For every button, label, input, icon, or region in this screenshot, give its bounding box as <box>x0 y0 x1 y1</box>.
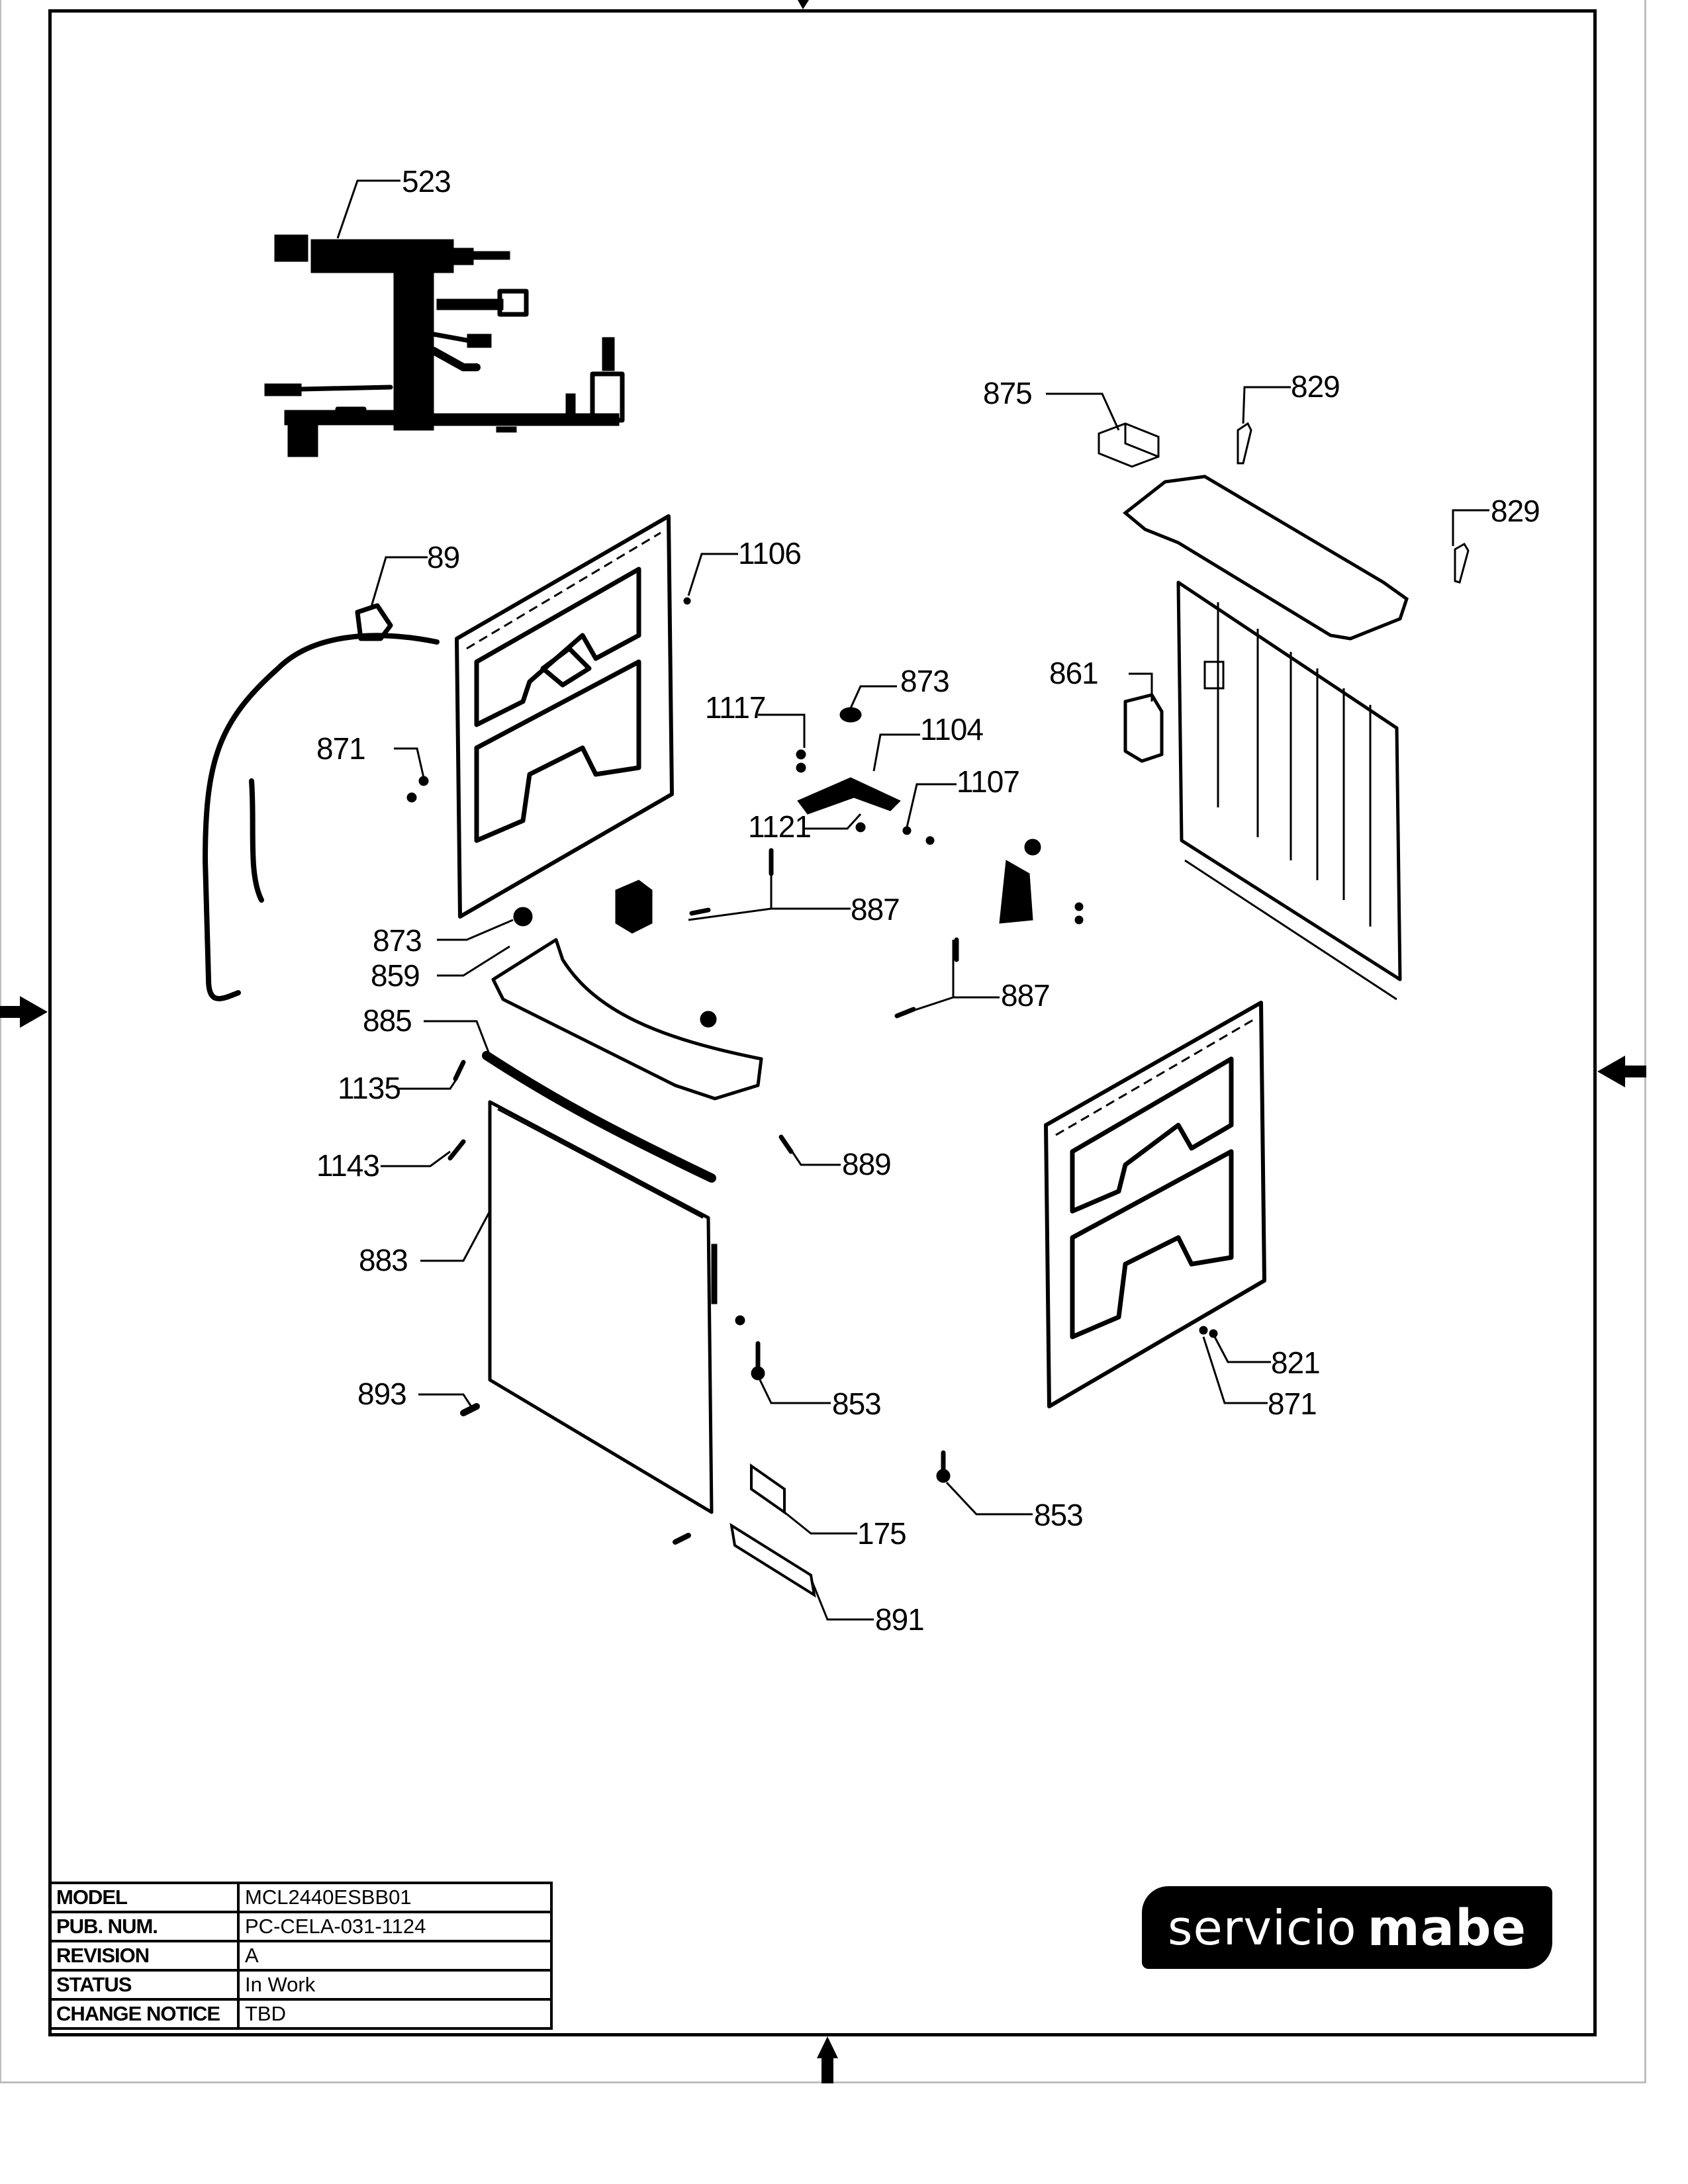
label-plate-part[interactable] <box>750 1463 786 1515</box>
revision-label: REVISION <box>48 1940 240 1972</box>
title-block-row-model: MODEL MCL2440ESBB01 <box>48 1882 553 1913</box>
callout-871-right: 871 <box>1268 1387 1317 1421</box>
status-label: STATUS <box>48 1969 240 2001</box>
callout-1135: 1135 <box>338 1071 400 1105</box>
callout-889: 889 <box>842 1147 891 1181</box>
callout-829-right: 829 <box>1491 494 1540 528</box>
top-cover-part[interactable] <box>1123 475 1409 641</box>
pump-part[interactable] <box>615 880 653 934</box>
callout-875: 875 <box>983 376 1032 410</box>
callout-885: 885 <box>363 1003 412 1038</box>
model-value: MCL2440ESBB01 <box>237 1882 553 1913</box>
callout-859: 859 <box>371 958 420 993</box>
clip-part[interactable] <box>1454 542 1470 584</box>
drawing-frame <box>48 9 1597 2036</box>
gasket-part[interactable] <box>482 1051 716 1183</box>
pub-num-value: PC-CELA-031-1124 <box>237 1911 553 1942</box>
callout-1104: 1104 <box>920 712 983 747</box>
rear-panel-part[interactable] <box>1176 580 1402 1001</box>
callout-853-left: 853 <box>832 1387 881 1421</box>
callout-861: 861 <box>1049 656 1098 690</box>
callout-1121: 1121 <box>748 809 811 844</box>
revision-value: A <box>237 1940 553 1972</box>
callout-887-upper: 887 <box>851 892 900 927</box>
callout-821: 821 <box>1271 1345 1320 1380</box>
callout-829-top: 829 <box>1291 369 1340 404</box>
callout-871-left: 871 <box>316 731 365 766</box>
title-block-row-pub-num: PUB. NUM. PC-CELA-031-1124 <box>48 1911 553 1942</box>
title-block-row-revision: REVISION A <box>48 1940 553 1972</box>
logo-text-mabe: mabe <box>1367 1898 1527 1957</box>
pub-num-label: PUB. NUM. <box>48 1911 240 1942</box>
callout-887-lower: 887 <box>1001 978 1050 1013</box>
frame-arrow-bottom <box>817 2036 838 2083</box>
frame-arrow-left <box>0 996 48 1028</box>
left-side-panel-part[interactable] <box>455 514 674 919</box>
wire-harness-part[interactable] <box>264 234 625 457</box>
callout-89: 89 <box>427 540 459 574</box>
servicio-mabe-logo: servicio mabe <box>1142 1886 1552 1969</box>
frame-arrow-top <box>798 0 809 9</box>
callout-891: 891 <box>875 1602 924 1637</box>
front-base-part[interactable] <box>491 907 763 1101</box>
logo-text-servicio: servicio <box>1167 1899 1357 1956</box>
right-side-panel-part[interactable] <box>1044 1001 1266 1408</box>
change-notice-label: CHANGE NOTICE <box>48 1998 240 2030</box>
callout-1106: 1106 <box>738 536 801 570</box>
callout-873-left: 873 <box>373 923 422 958</box>
label-plate-part[interactable] <box>729 1522 816 1598</box>
title-block: MODEL MCL2440ESBB01 PUB. NUM. PC-CELA-03… <box>48 1882 553 2030</box>
callout-523: 523 <box>402 164 451 199</box>
leader-lines <box>336 179 1489 1621</box>
frame-arrow-right <box>1597 1056 1646 1087</box>
bracket-part[interactable] <box>1098 422 1160 468</box>
power-cord-part[interactable] <box>203 603 440 1001</box>
callout-883: 883 <box>359 1243 408 1277</box>
callout-1143: 1143 <box>316 1148 379 1183</box>
callout-175: 175 <box>857 1516 906 1551</box>
title-block-row-status: STATUS In Work <box>48 1969 553 2001</box>
junction-box-part[interactable] <box>1123 693 1164 763</box>
callout-1107: 1107 <box>957 764 1019 799</box>
change-notice-value: TBD <box>237 1998 553 2030</box>
corner-bracket-part[interactable] <box>796 707 935 845</box>
callout-893: 893 <box>357 1377 406 1411</box>
hardware-screws <box>406 597 1218 1545</box>
title-block-row-change-notice: CHANGE NOTICE TBD <box>48 1998 553 2030</box>
callout-873-top: 873 <box>900 664 949 698</box>
model-label: MODEL <box>48 1882 240 1913</box>
rear-corner-bracket-part[interactable] <box>999 839 1084 925</box>
callout-853-right: 853 <box>1034 1498 1083 1532</box>
callout-1117: 1117 <box>705 690 766 725</box>
front-panel-part[interactable] <box>488 1100 718 1514</box>
status-value: In Work <box>237 1969 553 2001</box>
clip-part[interactable] <box>1237 422 1252 465</box>
